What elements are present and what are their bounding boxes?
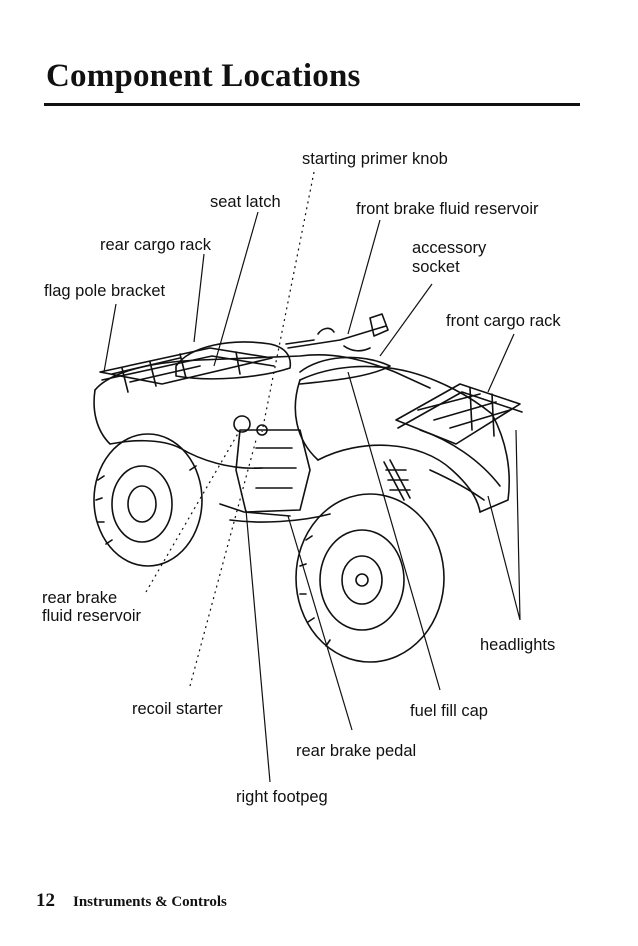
handlebar-art bbox=[285, 313, 389, 352]
page-number: 12 bbox=[36, 890, 55, 911]
label-rear-brake-pedal: rear brake pedal bbox=[296, 742, 417, 760]
label-rear-brake-line2: fluid reservoir bbox=[42, 607, 142, 625]
front-wheel-art bbox=[295, 493, 445, 663]
label-rear-cargo-rack: rear cargo rack bbox=[100, 236, 211, 254]
label-recoil-starter: recoil starter bbox=[132, 700, 223, 718]
rear-wheel-art bbox=[93, 433, 203, 567]
label-rear-brake-line1: rear brake bbox=[42, 589, 118, 607]
label-front-brake-fluid-reservoir: front brake fluid reservoir bbox=[356, 200, 539, 218]
leader-lines bbox=[103, 171, 521, 783]
label-fuel-fill-cap: fuel fill cap bbox=[410, 702, 488, 720]
title-rule bbox=[44, 103, 580, 106]
page-footer: 12 Instruments & Controls bbox=[36, 890, 227, 912]
label-accessory-line2: socket bbox=[412, 258, 460, 276]
label-seat-latch: seat latch bbox=[210, 193, 281, 211]
label-flag-pole-bracket: flag pole bracket bbox=[44, 282, 166, 300]
label-headlights: headlights bbox=[480, 636, 556, 654]
page-title: Component Locations bbox=[46, 58, 361, 94]
rear-cargo-rack-art bbox=[99, 347, 275, 393]
section-title: Instruments & Controls bbox=[73, 894, 227, 910]
atv-body bbox=[93, 341, 511, 523]
label-accessory-line1: accessory bbox=[412, 239, 487, 257]
label-front-cargo-rack: front cargo rack bbox=[446, 312, 561, 330]
label-right-footpeg: right footpeg bbox=[236, 788, 328, 806]
label-starting-primer-knob: starting primer knob bbox=[302, 150, 448, 168]
front-cargo-rack-art bbox=[395, 383, 523, 445]
